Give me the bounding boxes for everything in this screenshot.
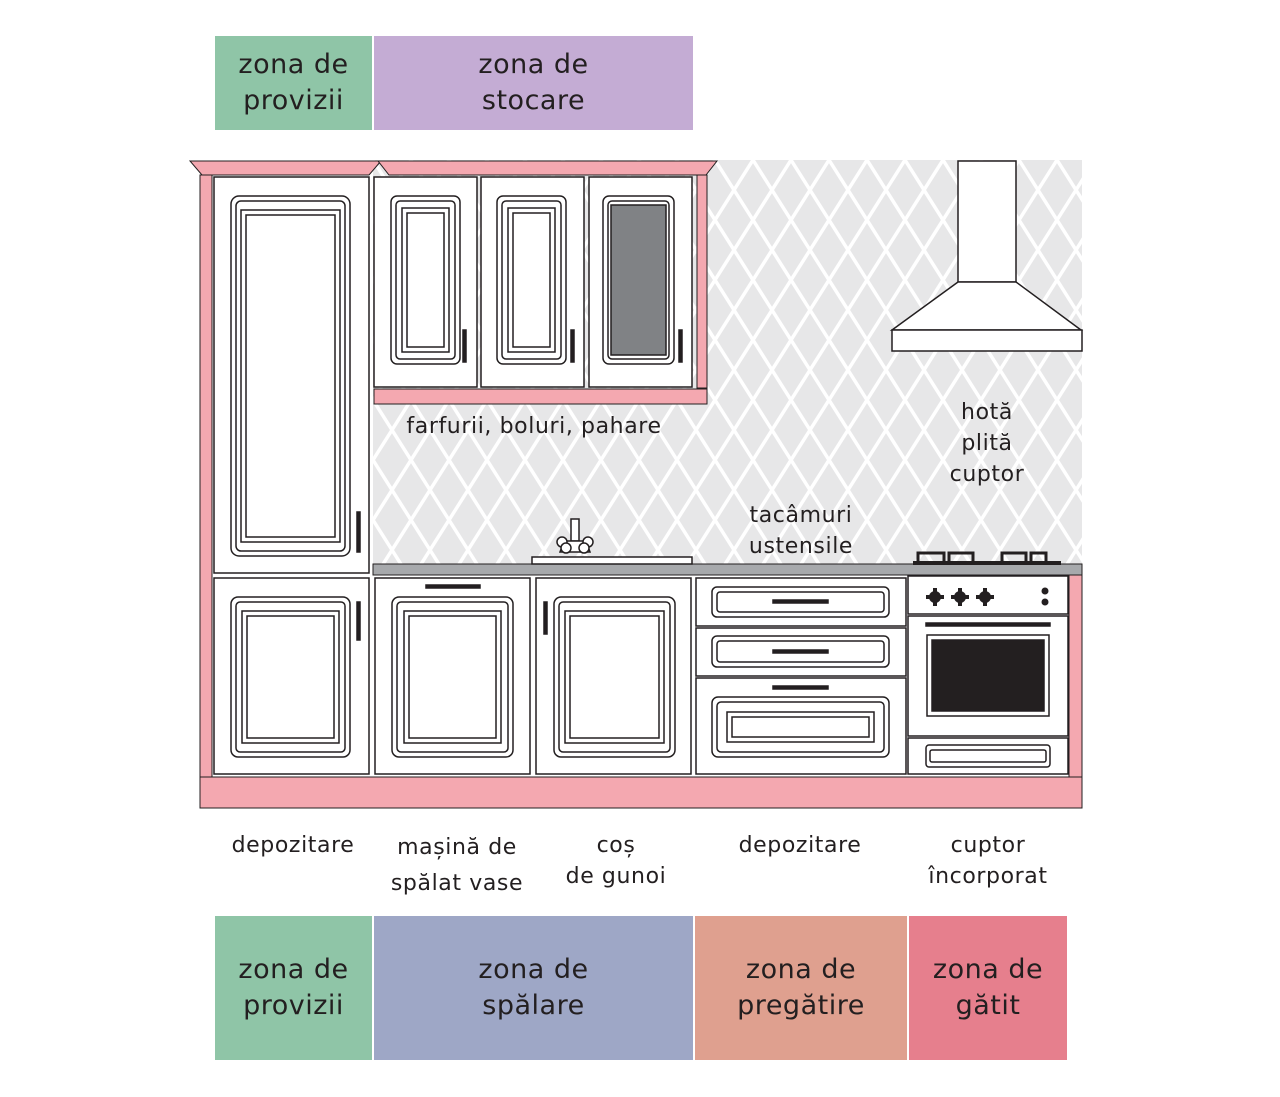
countertop <box>372 563 1083 576</box>
top-zone-stocare-label: zona de stocare <box>478 49 589 116</box>
tall-pantry-cabinet <box>213 176 370 574</box>
bottom-zone-spalare: zona de spălare <box>374 916 693 1060</box>
glass-panel <box>610 204 667 356</box>
label-built-in-oven: cuptor încorporat <box>928 833 1048 889</box>
bottom-zone-gatit: zona de gătit <box>909 916 1067 1060</box>
label-storage-left: depozitare <box>231 833 355 858</box>
sink-faucet <box>531 518 693 565</box>
bottom-zone-pregatire: zona de pregătire <box>695 916 907 1060</box>
label-cutlery: tacâmuri ustensile <box>748 503 854 559</box>
label-hood-stove-oven: hotă plită cuptor <box>949 400 1025 487</box>
label-trash: coș de gunoi <box>565 833 667 889</box>
label-dishwasher: mașină de spălat vase <box>390 835 524 896</box>
label-storage-drawers: depozitare <box>738 833 862 858</box>
bottom-zone-provizii-label: zona de provizii <box>238 954 349 1021</box>
oven-knobs <box>926 587 1049 606</box>
top-zone-provizii: zona de provizii <box>215 36 372 130</box>
range-hood <box>889 160 1084 352</box>
drawer-stack <box>695 577 907 775</box>
bottom-zone-pregatire-label: zona de pregătire <box>737 954 865 1021</box>
top-zone-stocare: zona de stocare <box>374 36 693 130</box>
built-in-oven <box>907 575 1069 775</box>
bottom-zone-provizii: zona de provizii <box>215 916 372 1060</box>
bottom-zone-spalare-label: zona de spălare <box>478 954 589 1021</box>
cabinet-frame <box>188 160 1083 809</box>
base-cabinet-storage <box>213 577 370 775</box>
top-zone-provizii-label: zona de provizii <box>238 49 349 116</box>
label-wall-cabinets: farfurii, boluri, pahare <box>406 414 662 439</box>
wall-cabinets <box>373 176 693 388</box>
dishwasher-cabinet <box>374 577 531 775</box>
bottom-zone-gatit-label: zona de gătit <box>932 954 1044 1021</box>
trash-cabinet <box>535 577 692 775</box>
cooktop-burners <box>913 551 1061 565</box>
